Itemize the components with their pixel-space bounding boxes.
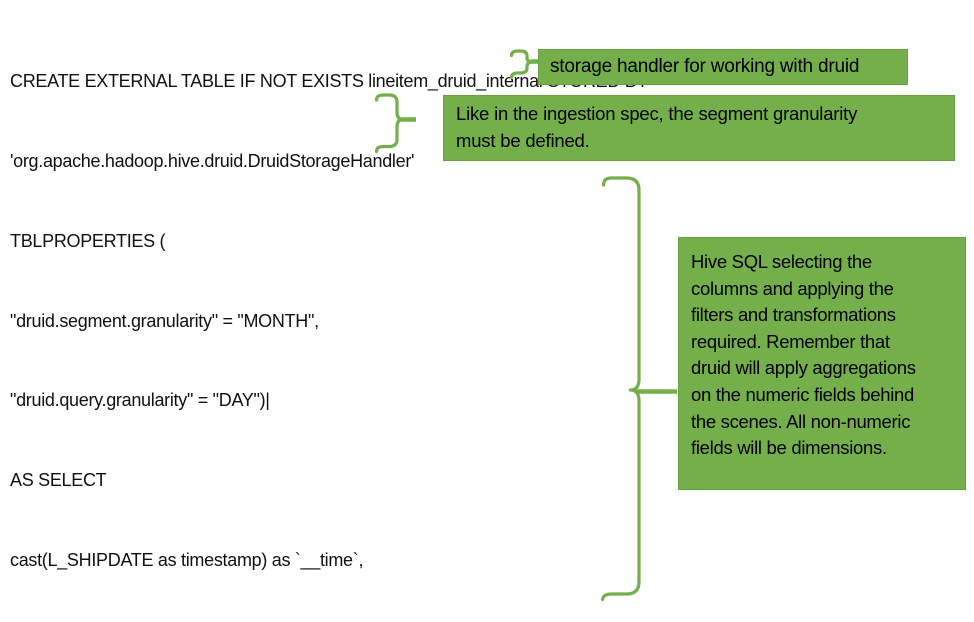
code-line-tblproperties: TBLPROPERTIES (	[10, 230, 166, 251]
annotation-hive-sql-line: the scenes. All non-numeric	[691, 410, 911, 432]
annotation-hive-sql-line: on the numeric fields behind	[691, 383, 914, 405]
annotation-hive-sql-line: Hive SQL selecting the	[691, 251, 872, 272]
brace-select-block	[600, 176, 641, 602]
annotation-granularity: Like in the ingestion spec, the segment …	[443, 95, 955, 161]
code-line-storage-handler-class: 'org.apache.hadoop.hive.druid.DruidStora…	[10, 150, 415, 171]
code-line-cast-shipdate: cast(L_SHIPDATE as timestamp) as `__time…	[10, 549, 364, 570]
annotation-storage-handler-text: storage handler for working with druid	[550, 56, 860, 77]
brace-granularity	[374, 93, 406, 154]
code-line-query-granularity: "druid.query.granularity" = "DAY")|	[10, 390, 270, 411]
annotation-storage-handler: storage handler for working with druid	[538, 49, 908, 85]
brace-storage-handler	[509, 49, 536, 80]
annotation-hive-sql-line: columns and applying the	[691, 277, 894, 299]
annotation-hive-sql-line: required. Remember that	[691, 330, 890, 352]
annotation-granularity-line: must be defined.	[456, 129, 590, 151]
annotation-granularity-line: Like in the ingestion spec, the segment …	[456, 103, 858, 124]
annotation-hive-sql-line: filters and transformations	[691, 304, 896, 326]
code-line-segment-granularity: "druid.segment.granularity" = "MONTH",	[10, 310, 319, 331]
annotation-hive-sql: Hive SQL selecting the columns and apply…	[678, 237, 966, 490]
code-line-as-select: AS SELECT	[10, 470, 107, 491]
annotation-hive-sql-line: druid will apply aggregations	[691, 357, 916, 379]
annotation-hive-sql-line: fields will be dimensions.	[691, 437, 887, 459]
